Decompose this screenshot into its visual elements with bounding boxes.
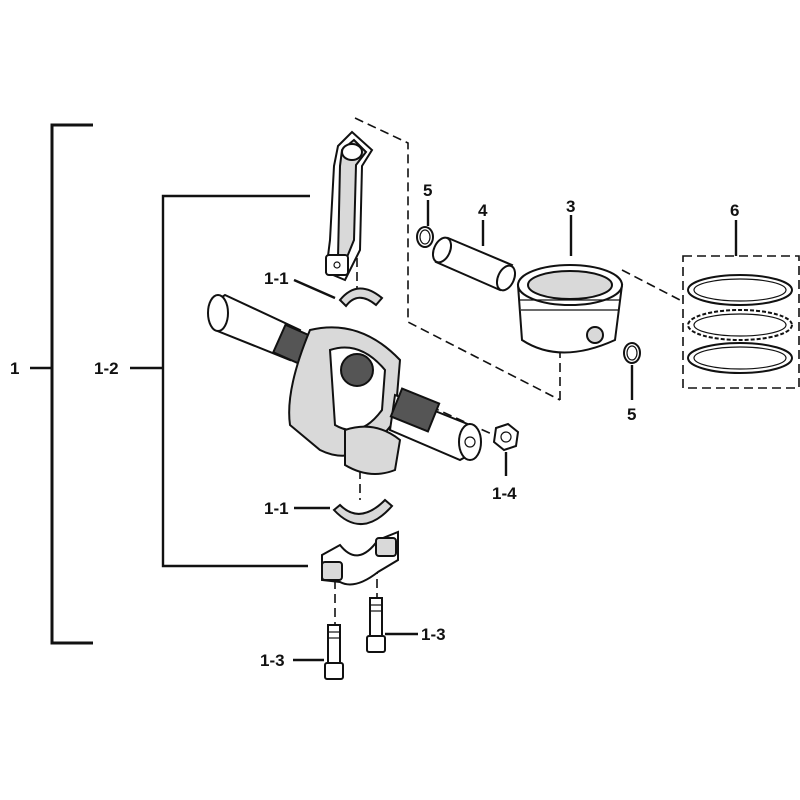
crankshaft	[207, 293, 482, 475]
label-clip-bottom: 5	[627, 405, 636, 424]
label-connecting-rod-assembly: 1-2	[94, 359, 119, 378]
label-clip-top: 5	[423, 181, 432, 200]
rod-bolt-right	[366, 597, 386, 653]
bearing-shell-lower	[332, 498, 394, 526]
bearing-shell-upper	[338, 287, 384, 308]
label-bolt-left: 1-3	[260, 651, 285, 670]
label-piston-rings: 6	[730, 201, 739, 220]
leader-lines	[293, 200, 738, 662]
crankshaft-nut	[492, 422, 520, 452]
piston	[516, 264, 624, 354]
label-nut: 1-4	[492, 484, 517, 503]
piston-pin	[431, 236, 517, 292]
label-assembly: 1	[10, 359, 19, 378]
label-bolt-right: 1-3	[421, 625, 446, 644]
piston-rings	[682, 255, 800, 389]
piston-pin-clip-top	[416, 226, 434, 248]
label-bearing-upper: 1-1	[264, 269, 289, 288]
rod-bolt-left	[324, 624, 344, 680]
connecting-rod	[324, 130, 374, 282]
assembly-bracket	[30, 123, 93, 645]
piston-pin-clip-bottom	[623, 342, 641, 364]
label-bearing-lower: 1-1	[264, 499, 289, 518]
label-piston: 3	[566, 197, 575, 216]
connecting-rod-bracket	[130, 194, 310, 568]
connecting-rod-cap	[321, 530, 399, 586]
label-piston-pin: 4	[478, 201, 488, 220]
